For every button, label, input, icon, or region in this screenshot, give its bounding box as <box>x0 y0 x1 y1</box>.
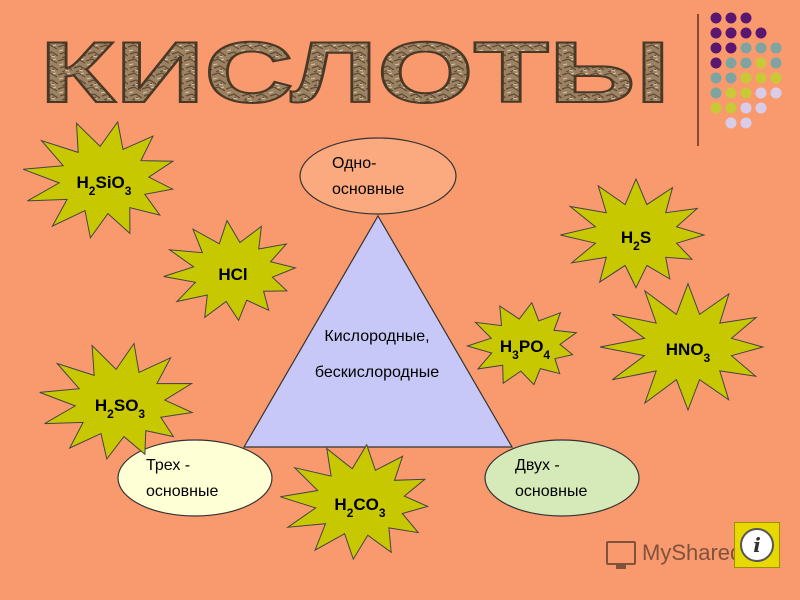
monitor-icon <box>606 541 636 569</box>
divider-line <box>697 14 699 146</box>
ellipse-dibasic-line1: Двух - <box>515 457 560 474</box>
ellipse-monobasic-line2: основные <box>332 181 404 198</box>
watermark-text: MyShared <box>642 540 743 565</box>
page-title: КИСЛОТЫ <box>30 24 680 122</box>
svg-text:H2SO3: H2SO3 <box>95 396 146 421</box>
ellipse-tribasic: Трех - основные <box>117 439 273 517</box>
svg-text:H2S: H2S <box>621 228 651 253</box>
ellipse-tribasic-line1: Трех - <box>146 457 190 474</box>
ellipse-dibasic: Двух - основные <box>484 439 640 517</box>
starburst-h2s: H2S <box>560 177 706 289</box>
center-label-line2: бескислородные <box>315 364 439 381</box>
starburst-h2co3: H2CO3 <box>280 443 430 561</box>
starburst-hcl: HCl <box>163 219 298 322</box>
starburst-h2so3: H2SO3 <box>39 342 194 461</box>
svg-text:H3PO4: H3PO4 <box>500 337 551 362</box>
svg-text:H2SiO3: H2SiO3 <box>77 173 132 198</box>
info-icon: i <box>740 528 774 562</box>
info-button[interactable]: i <box>734 522 780 568</box>
classification-triangle <box>242 214 514 448</box>
starburst-hno3: HNO3 <box>599 282 765 412</box>
svg-text:HNO3: HNO3 <box>666 340 711 365</box>
title-text: КИСЛОТЫ <box>40 30 670 120</box>
starburst-h2sio3: H2SiO3 <box>23 120 175 240</box>
svg-text:H2CO3: H2CO3 <box>334 495 385 520</box>
ellipse-dibasic-line2: основные <box>515 483 587 500</box>
ellipse-tribasic-line2: основные <box>146 483 218 500</box>
svg-text:HCl: HCl <box>218 265 247 284</box>
ellipse-monobasic-line1: Одно- <box>332 155 377 172</box>
center-label-line1: Кислородные, <box>324 328 429 345</box>
starburst-h3po4: H3PO4 <box>465 301 578 386</box>
ellipse-monobasic: Одно- основные <box>299 137 457 215</box>
watermark-logo: MyShared <box>606 536 742 570</box>
